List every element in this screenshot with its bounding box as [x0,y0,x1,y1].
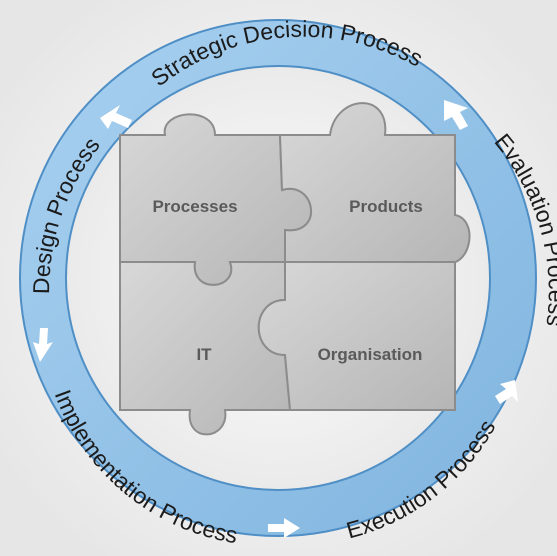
puzzle-piece-organisation [257,261,456,411]
arrow-icon-left [33,328,53,362]
piece-label-organisation: Organisation [318,345,423,364]
arrow-icon-top-left [100,105,132,129]
arrow-icon-bottom [268,518,300,538]
puzzle [119,102,471,436]
piece-label-it: IT [196,345,212,364]
arrow-icon-right [495,380,518,404]
piece-label-products: Products [349,197,423,216]
puzzle-piece-products [278,102,471,264]
arrow-icon-top-right [444,100,468,130]
piece-label-processes: Processes [152,197,237,216]
